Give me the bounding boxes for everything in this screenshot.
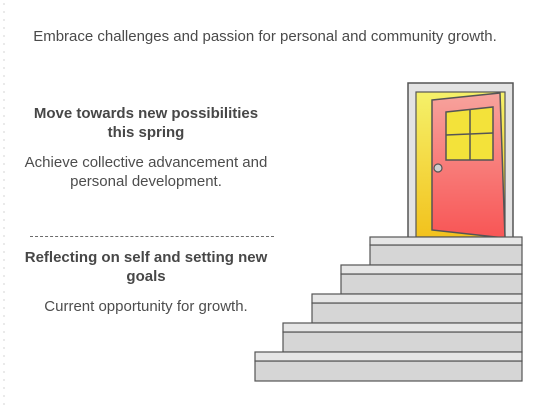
- door-knob: [433, 163, 443, 173]
- left-dotted-border: [3, 0, 5, 408]
- possibilities-title: Move towards new possibilities this spri…: [33, 105, 259, 141]
- possibilities-block: Move towards new possibilities this spri…: [24, 104, 268, 191]
- stairs: [254, 236, 523, 382]
- possibilities-description: Achieve collective advancement and perso…: [24, 154, 268, 190]
- dashed-divider: [30, 236, 274, 237]
- reflection-description: Current opportunity for growth.: [44, 298, 248, 315]
- door-window: [445, 106, 494, 161]
- header-text: Embrace challenges and passion for perso…: [33, 28, 497, 45]
- reflection-block: Reflecting on self and setting new goals…: [24, 248, 268, 316]
- reflection-title: Reflecting on self and setting new goals: [24, 249, 268, 285]
